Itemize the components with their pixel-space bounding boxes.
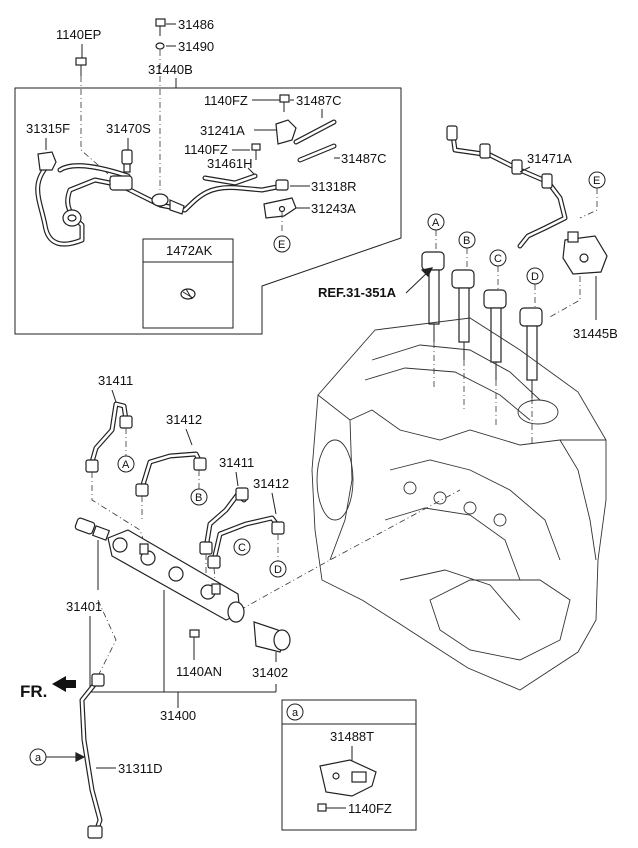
callout-31400 (90, 590, 277, 708)
bracket-31243a (263, 197, 297, 219)
label-31411-b: 31411 (219, 455, 254, 470)
hp-pipe-31411-a (85, 401, 133, 473)
marker-a-pipe-text: A (122, 459, 130, 471)
hp-pipe-31412-a (135, 451, 207, 497)
label-31311d: 31311D (118, 761, 163, 776)
label-1140ep: 1140EP (56, 27, 101, 42)
marker-e-left (273, 235, 291, 253)
label-31461h: 31461H (207, 156, 253, 171)
marker-c-pipe (233, 538, 251, 556)
injector-4 (519, 307, 543, 398)
label-31471a: 31471A (527, 151, 572, 166)
injector-2 (451, 269, 475, 360)
marker-d-pipe-text: D (274, 564, 282, 576)
bracket-31241a (275, 119, 297, 145)
marker-e-left-text: E (278, 239, 285, 251)
engine-block (311, 317, 607, 691)
clamp-31487c-a (293, 119, 337, 145)
bolt-1140ep (75, 57, 87, 76)
bolt-1140an (189, 629, 200, 648)
pressure-valve-31402 (253, 621, 291, 653)
label-31401: 31401 (66, 599, 102, 614)
return-line-connectors (446, 125, 553, 189)
bolt-1140fz-b (251, 143, 261, 160)
bracket-31488t (319, 759, 377, 797)
label-31318r: 31318R (311, 179, 357, 194)
label-31412-a: 31412 (166, 412, 202, 427)
fitting-31440b-end (62, 209, 82, 227)
detail-a-circle-text: a (292, 707, 299, 719)
connector-31315f (37, 151, 57, 171)
injector-3 (483, 289, 507, 380)
label-31440b: 31440B (148, 62, 193, 77)
marker-d-injector-text: D (531, 271, 539, 283)
bolt-1140fz-a (279, 94, 290, 112)
label-31315f: 31315F (26, 121, 70, 136)
label-fr: FR. (20, 682, 47, 701)
detail-box-1472ak (142, 238, 234, 329)
label-31412-b: 31412 (253, 476, 289, 491)
label-1140fz-b: 1140FZ (184, 142, 228, 157)
label-31445b: 31445B (573, 326, 618, 341)
marker-b-injector-text: B (463, 235, 470, 247)
marker-c-pipe-text: C (238, 542, 246, 554)
label-31400: 31400 (160, 708, 196, 723)
fuel-pipe-assembly-box (14, 87, 402, 335)
hp-pipe-31411-b (199, 487, 249, 555)
label-1140an: 1140AN (176, 664, 222, 679)
hp-pipe-31412-b (207, 515, 285, 569)
label-31411-a: 31411 (98, 373, 133, 388)
label-1140fz-a: 1140FZ (204, 93, 248, 108)
clip-1472ak (180, 288, 196, 300)
marker-a-detail-ref-text: a (35, 752, 42, 764)
detail-a-circle (286, 703, 304, 721)
label-1472ak: 1472AK (166, 243, 213, 258)
label-31486: 31486 (178, 17, 214, 32)
label-31490: 31490 (178, 39, 214, 54)
common-rail-31400 (107, 529, 245, 623)
label-31243a: 31243A (311, 201, 356, 216)
front-arrow-icon (52, 676, 76, 692)
detail-a-box (281, 699, 417, 831)
bolt-31486 (155, 18, 166, 36)
sensor-31470s (121, 149, 133, 173)
label-31488t: 31488T (330, 729, 374, 744)
label-31402: 31402 (252, 665, 288, 680)
pressure-sensor-31401 (74, 517, 111, 541)
label-1140fz-c: 1140FZ (348, 801, 392, 816)
return-line-31471a (449, 125, 568, 249)
label-31487c-a: 31487C (296, 93, 342, 108)
label-31470s: 31470S (106, 121, 151, 136)
marker-e-right-text: E (593, 175, 600, 187)
marker-a-injector-text: A (432, 217, 440, 229)
label-31241a: 31241A (200, 123, 245, 138)
injector-1 (421, 251, 445, 342)
label-31487c-b: 31487C (341, 151, 387, 166)
label-ref-31-351a: REF.31-351A (318, 285, 397, 300)
marker-c-injector-text: C (494, 253, 502, 265)
washer-31490 (155, 42, 165, 50)
marker-b-pipe-text: B (195, 492, 202, 504)
bolt-1140fz-c (317, 803, 336, 812)
fuel-pipe-31311d (79, 673, 105, 839)
clamp-31487c-b (297, 143, 337, 163)
bracket-31445b (562, 231, 608, 275)
clip-31318r (275, 179, 289, 191)
pipe-block-fitting (109, 175, 185, 215)
